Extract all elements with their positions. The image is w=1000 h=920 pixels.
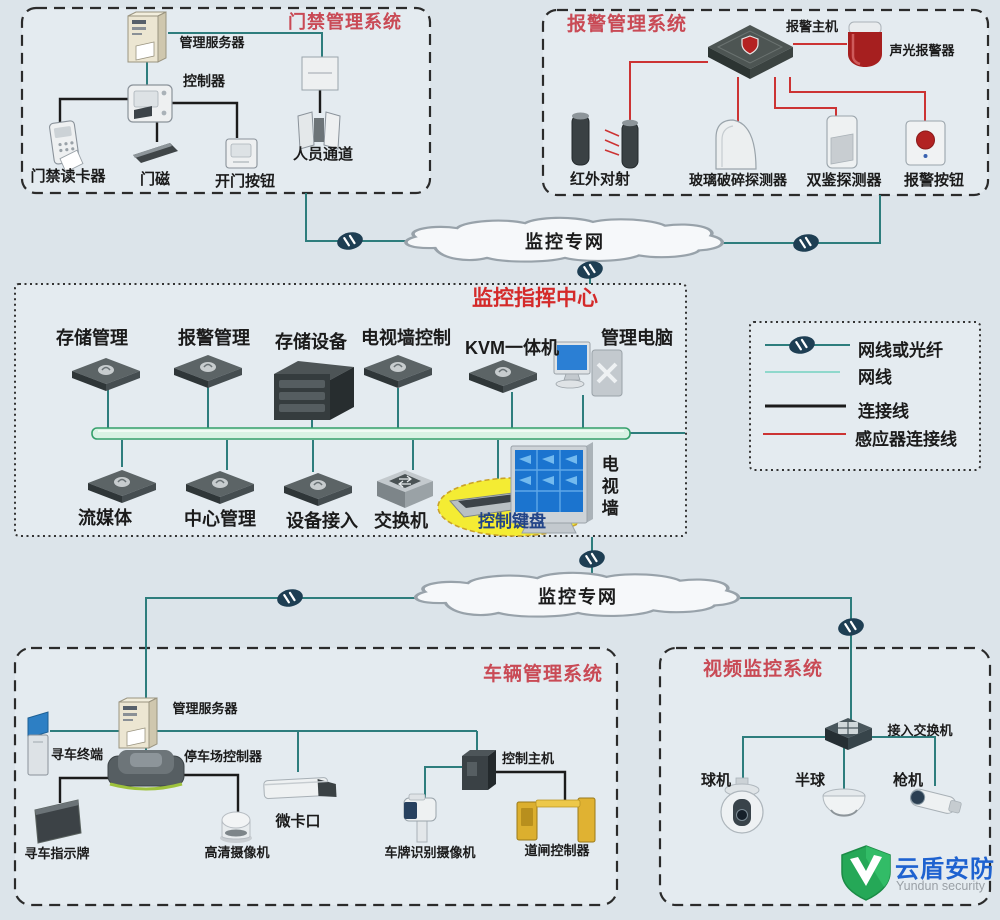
lpr-camera-icon	[403, 793, 437, 843]
access-gate-label: 人员通道	[292, 146, 354, 163]
storage-device-icon	[274, 361, 354, 420]
alarm-title: 报警管理系统	[566, 14, 688, 35]
dual-detector-icon	[826, 115, 858, 169]
system-boxes	[13, 6, 992, 907]
panic-button-icon	[905, 120, 946, 166]
storage-mgmt-label: 存储管理	[56, 328, 128, 348]
sign-icon	[34, 799, 82, 844]
alarm-host-label: 报警主机	[785, 19, 839, 34]
access-box	[20, 6, 432, 195]
tvwall-ctrl-label: 电视墙控制	[361, 328, 451, 348]
video-switch-label: 接入交换机	[887, 723, 953, 738]
sensor-lines	[604, 43, 926, 156]
legend-lan-label: 网线	[858, 368, 892, 387]
mini-checkpoint-icon	[263, 777, 337, 800]
kvm-label: KVM一体机	[465, 338, 559, 358]
cloud-bottom-label: 监控专网	[538, 587, 618, 607]
access-controller-icon	[127, 84, 173, 123]
barrier-ctrl-label: 道闸控制器	[524, 843, 590, 858]
kiosk-label: 寻车终端	[50, 747, 104, 762]
siren-icon	[848, 21, 882, 67]
mgmt-pc-label: 管理电脑	[601, 328, 673, 348]
alarm-panic-label: 报警按钮	[903, 172, 965, 189]
storage-dev-label: 存储设备	[275, 332, 347, 352]
center-mgmt-label: 中心管理	[184, 509, 256, 529]
logo-shield-icon	[841, 845, 891, 901]
alarm-siren-label: 声光报警器	[889, 43, 955, 58]
alarm-dual-label: 双鉴探测器	[806, 172, 882, 189]
switch-label: 交换机	[374, 511, 428, 531]
glass-break-icon	[715, 119, 757, 170]
access-reader-label: 门禁读卡器	[30, 168, 106, 185]
access-title: 门禁管理系统	[288, 12, 402, 32]
vehicle-title: 车辆管理系统	[482, 664, 604, 685]
alarm-glass-label: 玻璃破碎探测器	[689, 172, 787, 188]
mini-checkpoint-label: 微卡口	[275, 813, 321, 830]
hd-camera-label: 高清摄像机	[204, 845, 270, 860]
sign-label: 寻车指示牌	[24, 846, 90, 861]
access-switch-icon	[825, 718, 872, 750]
vehicle-server-label: 管理服务器	[172, 701, 238, 716]
alarm-host-icon	[708, 25, 793, 79]
logo-subtitle: Yundun security	[896, 879, 985, 893]
door-magnet-icon	[133, 143, 178, 163]
access-magnet-label: 门磁	[139, 171, 171, 188]
tv-wall-icon	[510, 442, 593, 534]
alarm-mgmt-label: 报警管理	[178, 328, 250, 348]
ptz-camera-icon	[720, 777, 764, 834]
parking-controller-icon	[107, 750, 185, 791]
ctrl-host-icon	[462, 750, 496, 790]
access-server-label: 管理服务器	[179, 35, 245, 50]
network-lines	[50, 32, 936, 798]
stream-label: 流媒体	[78, 508, 132, 528]
keyboard-label: 控制键盘	[478, 512, 546, 531]
infrared-beam-icon	[571, 112, 639, 169]
device-access-label: 设备接入	[286, 511, 358, 531]
mgmt-pc-icon	[553, 341, 623, 397]
parking-ctrl-label: 停车场控制器	[183, 749, 263, 764]
legend-sensor-label: 感应器连接线	[855, 430, 957, 449]
half-dome-label: 半球	[794, 772, 826, 789]
open-button-icon	[225, 138, 258, 169]
bullet-camera-icon	[909, 788, 962, 814]
lpr-camera-label: 车牌识别摄像机	[384, 845, 476, 860]
ctrl-host-label: 控制主机	[501, 751, 555, 766]
bullet-label: 枪机	[892, 772, 924, 789]
video-title: 视频监控系统	[702, 659, 824, 680]
logo-name: 云盾安防	[895, 856, 995, 883]
alarm-infrared-label: 红外对射	[569, 171, 631, 188]
video-box	[658, 646, 992, 907]
gate-panel-icon	[301, 56, 339, 91]
network-bus	[91, 427, 631, 440]
access-controller-label: 控制器	[183, 73, 225, 89]
switch-icon	[377, 470, 433, 508]
connection-lines	[58, 90, 567, 812]
turnstile-icon	[297, 111, 341, 150]
vehicle-box	[13, 646, 619, 907]
barrier-gate-icon	[516, 797, 596, 843]
kiosk-icon	[27, 711, 49, 776]
legend-fiber-label: 网线或光纤	[858, 341, 943, 360]
legend-link-label: 连接线	[858, 402, 909, 421]
hd-camera-icon	[220, 811, 252, 843]
half-dome-icon	[822, 788, 866, 817]
ptz-label: 球机	[700, 772, 732, 789]
tvwall-label: 电视墙	[598, 455, 618, 521]
center-title: 监控指挥中心	[472, 287, 598, 310]
access-open-button-label: 开门按钮	[214, 173, 276, 190]
card-reader-icon	[49, 120, 84, 173]
vehicle-server-icon	[118, 697, 158, 749]
cloud-top-label: 监控专网	[525, 232, 605, 252]
access-server-icon	[127, 11, 167, 63]
